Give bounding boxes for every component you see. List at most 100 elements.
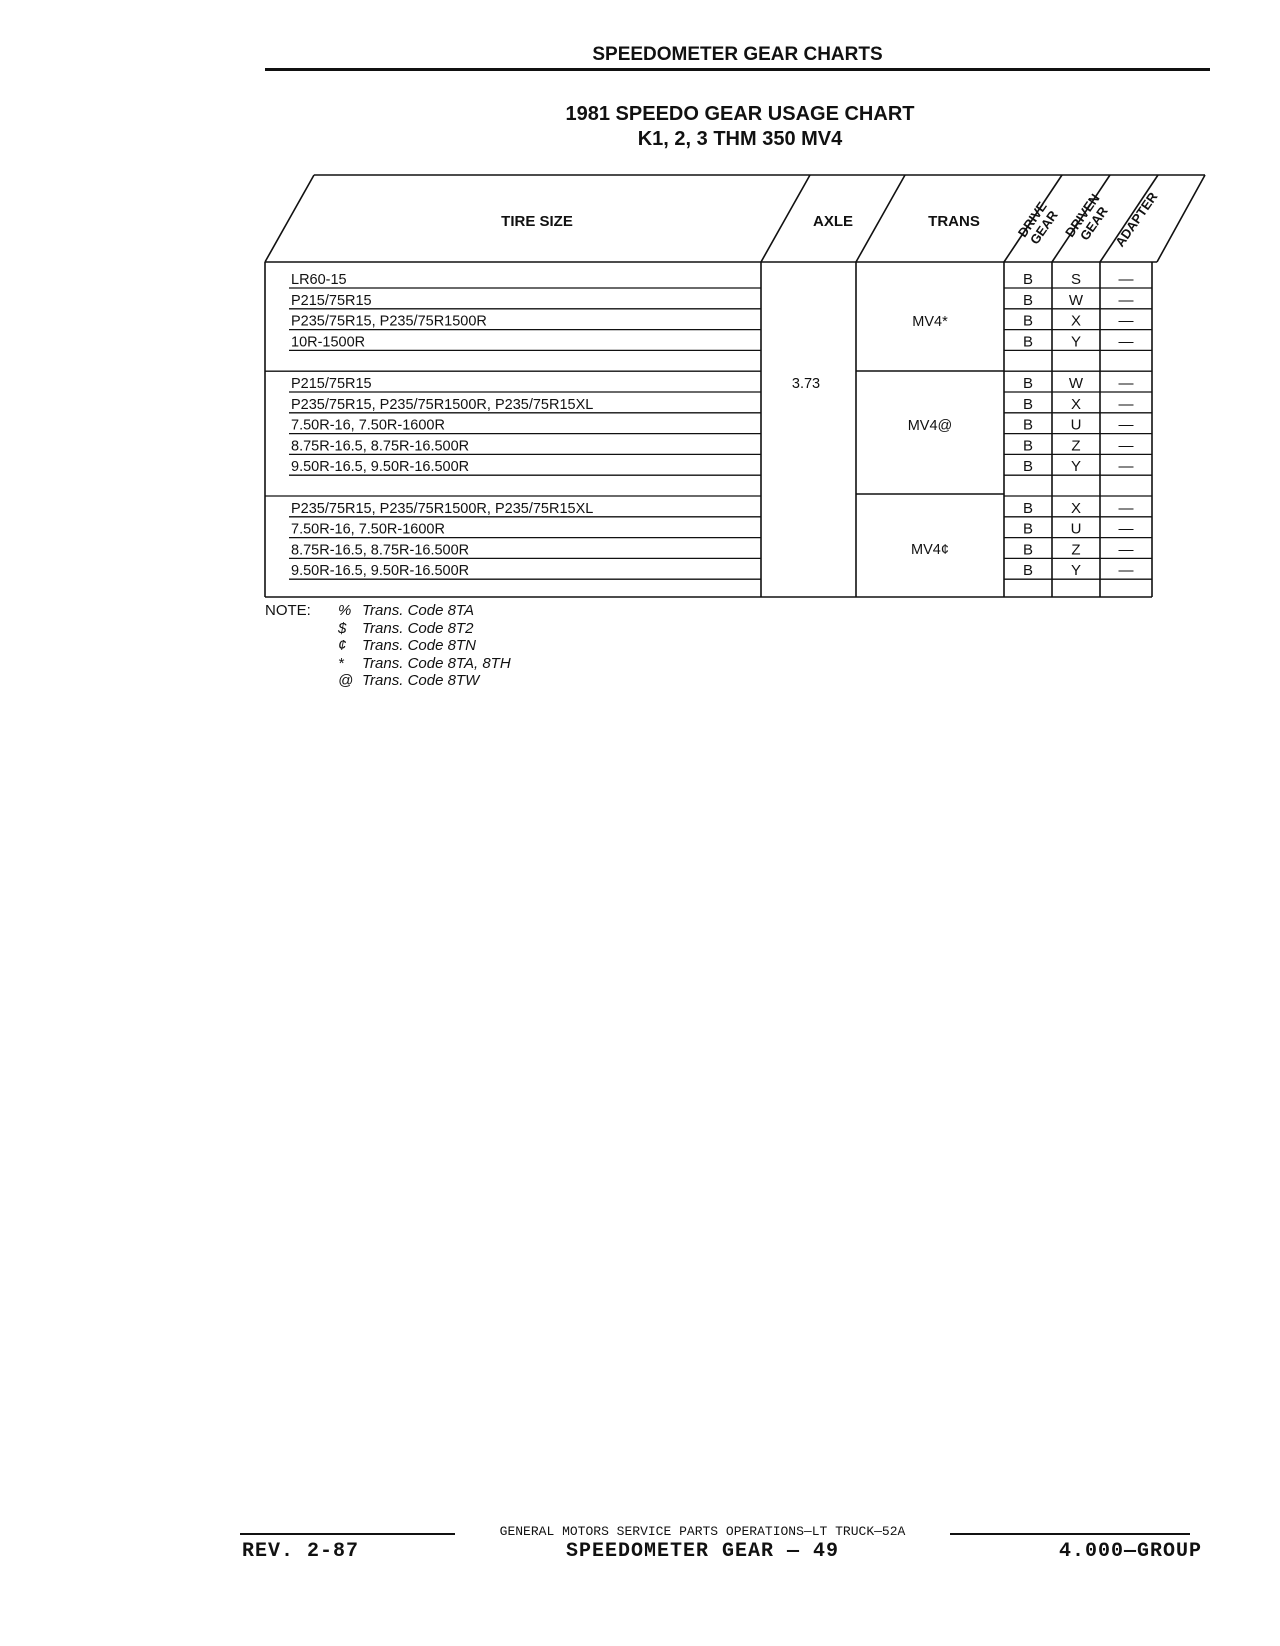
note-line: NOTE: % Trans. Code 8TA <box>265 602 511 620</box>
footer-revision: REV. 2-87 <box>242 1540 360 1563</box>
col-adapter-header: ADAPTER <box>1112 189 1161 250</box>
chart-title: 1981 SPEEDO GEAR USAGE CHART K1, 2, 3 TH… <box>470 102 1010 152</box>
adapter-cell: — <box>1119 437 1134 454</box>
header-slant-adapter-left <box>1099 174 1159 263</box>
tire-size-cell: P215/75R15 <box>291 293 372 309</box>
tire-size-cell: 7.50R-16, 7.50R-1600R <box>291 418 445 434</box>
table-row: 8.75R-16.5, 8.75R-16.500R B Z — <box>291 437 1134 454</box>
table-row-lines <box>265 287 1152 580</box>
note-text: Trans. Code 8TA <box>362 602 474 619</box>
adapter-cell: — <box>1119 375 1134 392</box>
tire-size-cell: 9.50R-16.5, 9.50R-16.500R <box>291 563 469 579</box>
drive-gear-cell: B <box>1023 375 1033 392</box>
note-line: ¢ Trans. Code 8TN <box>265 637 511 655</box>
tire-size-cell: LR60-15 <box>291 272 347 288</box>
header-slant-left <box>264 174 315 263</box>
table-row: P235/75R15, P235/75R1500R B X — <box>291 313 1134 330</box>
driven-gear-cell: Z <box>1071 437 1080 454</box>
note-symbol: % <box>338 602 352 619</box>
trans-group-1-label: MV4* <box>912 314 948 330</box>
col-axle-header: AXLE <box>813 213 853 230</box>
adapter-cell: — <box>1119 541 1134 558</box>
axle-value: 3.73 <box>792 376 820 392</box>
table-row: P215/75R15 B W — <box>291 375 1134 392</box>
col-drive-gear-header: DRIVE GEAR <box>1015 199 1061 248</box>
note-text: Trans. Code 8TW <box>362 672 480 689</box>
table-row: 9.50R-16.5, 9.50R-16.500R B Y — <box>291 562 1134 579</box>
drive-gear-cell: B <box>1023 437 1033 454</box>
driven-gear-cell: Y <box>1071 562 1081 579</box>
drive-gear-cell: B <box>1023 313 1033 330</box>
table-row: P235/75R15, P235/75R1500R, P235/75R15XL B… <box>291 396 1134 413</box>
chart-title-line-1: 1981 SPEEDO GEAR USAGE CHART <box>565 103 915 125</box>
driven-gear-cell: U <box>1071 417 1082 434</box>
header-slant-driven <box>1051 174 1111 263</box>
header-rule <box>265 68 1210 71</box>
driven-gear-cell: X <box>1071 500 1081 517</box>
table-frame <box>264 174 1206 598</box>
header-slant-adapter-right <box>1156 174 1206 263</box>
adapter-header-label: ADAPTER <box>1112 189 1161 250</box>
header-slant-axle <box>760 174 811 263</box>
table-row: 8.75R-16.5, 8.75R-16.500R B Z — <box>291 541 1134 558</box>
driven-gear-cell: Y <box>1071 333 1081 350</box>
note-line: $ Trans. Code 8T2 <box>265 620 511 638</box>
driven-gear-cell: X <box>1071 313 1081 330</box>
driven-gear-cell: W <box>1069 375 1084 392</box>
col-trans-header: TRANS <box>928 213 980 230</box>
note-symbol: * <box>338 654 344 672</box>
notes-block: NOTE: % Trans. Code 8TA $ Trans. Code 8T… <box>265 602 511 690</box>
drive-gear-cell: B <box>1023 417 1033 434</box>
footer-rule-right <box>950 1533 1190 1535</box>
note-text: Trans. Code 8T2 <box>362 619 474 637</box>
header-slant-trans <box>855 174 906 263</box>
col-driven-gear-header: DRIVEN GEAR <box>1062 191 1111 243</box>
drive-gear-cell: B <box>1023 562 1033 579</box>
drive-gear-cell: B <box>1023 396 1033 413</box>
drive-gear-cell: B <box>1023 541 1033 558</box>
adapter-cell: — <box>1119 292 1134 309</box>
col-tire-size-header: TIRE SIZE <box>501 213 573 230</box>
drive-gear-cell: B <box>1023 333 1033 350</box>
driven-gear-cell: W <box>1069 292 1084 309</box>
tire-size-cell: 10R-1500R <box>291 334 365 350</box>
table-row: P215/75R15 B W — <box>291 292 1134 309</box>
note-text: Trans. Code 8TA, 8TH <box>362 654 511 672</box>
footer-group-label: 4.000—GROUP <box>1058 1540 1202 1563</box>
note-label: NOTE: <box>265 602 311 619</box>
driven-gear-cell: Z <box>1071 541 1080 558</box>
trans-group-3-label: MV4¢ <box>911 542 949 558</box>
tire-size-cell: P235/75R15, P235/75R1500R, P235/75R15XL <box>291 397 593 413</box>
adapter-cell: — <box>1119 521 1134 538</box>
driven-gear-cell: X <box>1071 396 1081 413</box>
adapter-cell: — <box>1119 333 1134 350</box>
page-header-title: SPEEDOMETER GEAR CHARTS <box>592 44 883 65</box>
tire-size-cell: P235/75R15, P235/75R1500R <box>291 314 487 330</box>
driven-gear-cell: U <box>1071 521 1082 538</box>
footer-page-label: SPEEDOMETER GEAR — 49 <box>565 1540 840 1563</box>
tire-size-cell: 8.75R-16.5, 8.75R-16.500R <box>291 542 469 558</box>
note-line: @ Trans. Code 8TW <box>265 672 511 690</box>
drive-gear-cell: B <box>1023 500 1033 517</box>
tire-size-cell: 8.75R-16.5, 8.75R-16.500R <box>291 438 469 454</box>
note-symbol: $ <box>338 619 347 637</box>
tire-size-cell: P235/75R15, P235/75R1500R, P235/75R15XL <box>291 501 593 517</box>
adapter-cell: — <box>1119 562 1134 579</box>
chart-title-line-2: K1, 2, 3 THM 350 MV4 <box>637 128 843 150</box>
tire-size-cell: P215/75R15 <box>291 376 372 392</box>
header-slant-drive <box>1003 174 1063 263</box>
drive-gear-cell: B <box>1023 271 1033 288</box>
table-row: P235/75R15, P235/75R1500R, P235/75R15XL B… <box>291 500 1134 517</box>
speedo-gear-table: TIRE SIZE AXLE TRANS DRIVE GEAR DRIVEN G… <box>264 174 1206 598</box>
adapter-cell: — <box>1119 313 1134 330</box>
trans-group-2-label: MV4@ <box>908 418 953 434</box>
drive-gear-cell: B <box>1023 292 1033 309</box>
adapter-cell: — <box>1119 458 1134 475</box>
drive-gear-cell: B <box>1023 521 1033 538</box>
note-symbol: ¢ <box>338 637 347 654</box>
table-row: 10R-1500R B Y — <box>291 333 1134 350</box>
